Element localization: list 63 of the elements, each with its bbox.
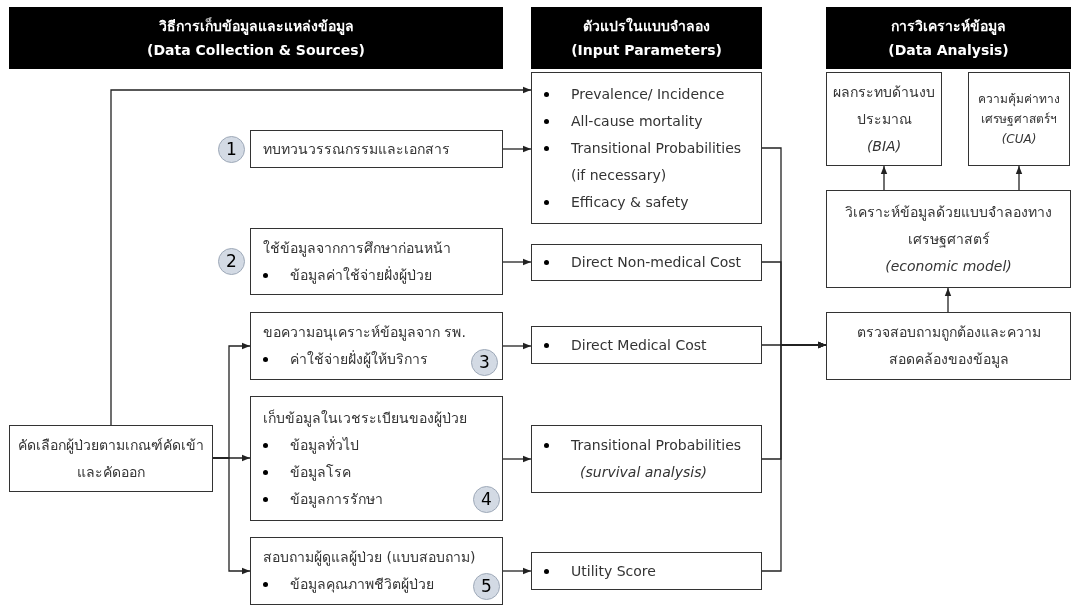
list-item-text: Direct Medical Cost <box>571 335 707 355</box>
list-item-text: Direct Non-medical Cost <box>571 253 742 272</box>
arrow <box>502 342 532 350</box>
arrow <box>761 341 827 572</box>
arrow <box>880 165 888 191</box>
list-item-text: ข้อมูลโรค <box>290 462 351 483</box>
process-box <box>531 552 762 590</box>
arrow <box>212 457 251 575</box>
process-box <box>531 425 762 493</box>
box-text: คัดเลือกผู้ป่วยตามเกณฑ์คัดเข้าและคัดออก <box>17 435 205 482</box>
arrow <box>502 258 532 266</box>
box-text: ความคุ้มค่าทางเศรษฐศาสตร์ฯ <box>977 91 1061 128</box>
box-text: ผลกระทบด้านงบประมาณ <box>832 82 936 129</box>
italic-note: (CUA) <box>1001 131 1037 148</box>
header-band <box>826 7 1071 69</box>
box-text: ทบทวนวรรณกรรมและเอกสาร <box>263 139 451 159</box>
process-box <box>826 190 1071 288</box>
italic-note: (economic model) <box>885 256 1012 276</box>
arrow <box>502 145 532 153</box>
process-box <box>531 326 762 364</box>
italic-note: (survival analysis) <box>579 463 708 482</box>
header-subtitle: (Input Parameters) <box>571 41 722 60</box>
header-subtitle: (Data Collection & Sources) <box>147 41 365 60</box>
list-item-text: ค่าใช้จ่ายฝั่งผู้ให้บริการ <box>290 349 428 370</box>
process-box <box>250 537 503 605</box>
arrow <box>1015 165 1023 191</box>
arrow <box>944 287 952 313</box>
box-text: สอบถามผู้ดูแลผู้ป่วย (แบบสอบถาม) <box>263 548 477 568</box>
process-box <box>250 396 503 521</box>
italic-note: (BIA) <box>866 136 902 156</box>
box-text: เก็บข้อมูลในเวชระเบียนของผู้ป่วย <box>263 408 468 429</box>
list-item-text: Transitional Probabilities (if necessary) <box>571 138 743 185</box>
header-title: ตัวแปรในแบบจำลอง <box>583 16 710 36</box>
list-item-text: Transitional Probabilities <box>571 436 742 455</box>
process-box <box>531 244 762 281</box>
box-text: ขอความอนุเคราะห์ข้อมูลจาก รพ. <box>263 323 467 343</box>
list-item-text: ข้อมูลค่าใช้จ่ายฝั่งผู้ป่วย <box>290 265 432 286</box>
process-box <box>9 425 213 492</box>
box-text: ใช้ข้อมูลจากการศึกษาก่อนหน้า <box>263 238 452 259</box>
list-item-text: Prevalence/ Incidence <box>571 84 725 104</box>
process-box <box>250 228 503 295</box>
header-subtitle: (Data Analysis) <box>888 41 1009 60</box>
list-item-text: All-cause mortality <box>571 111 703 131</box>
list-item-text: ข้อมูลคุณภาพชีวิตผู้ป่วย <box>290 575 434 595</box>
list-item-text: ข้อมูลการรักษา <box>290 489 383 510</box>
process-box <box>250 130 503 168</box>
process-box <box>826 312 1071 380</box>
box-text: วิเคราะห์ข้อมูลด้วยแบบจำลองทางเศรษฐศาสตร์ <box>844 202 1053 250</box>
process-box <box>826 72 942 166</box>
list-item-text: Efficacy & safety <box>571 192 689 212</box>
header-title: การวิเคราะห์ข้อมูล <box>891 17 1006 37</box>
process-box <box>968 72 1070 166</box>
list-item-text: Utility Score <box>571 561 656 581</box>
list-item-text: ข้อมูลทั่วไป <box>290 435 359 456</box>
box-text: ตรวจสอบถามถูกต้องและความสอดคล้องของข้อมูล <box>855 323 1042 370</box>
arrow <box>502 455 532 463</box>
header-band <box>531 7 762 69</box>
header-band <box>9 7 503 69</box>
process-box <box>250 312 503 380</box>
arrow <box>502 567 532 575</box>
header-title: วิธีการเก็บข้อมูลและแหล่งข้อมูล <box>158 16 354 37</box>
process-box <box>531 72 762 224</box>
arrow <box>110 86 532 426</box>
